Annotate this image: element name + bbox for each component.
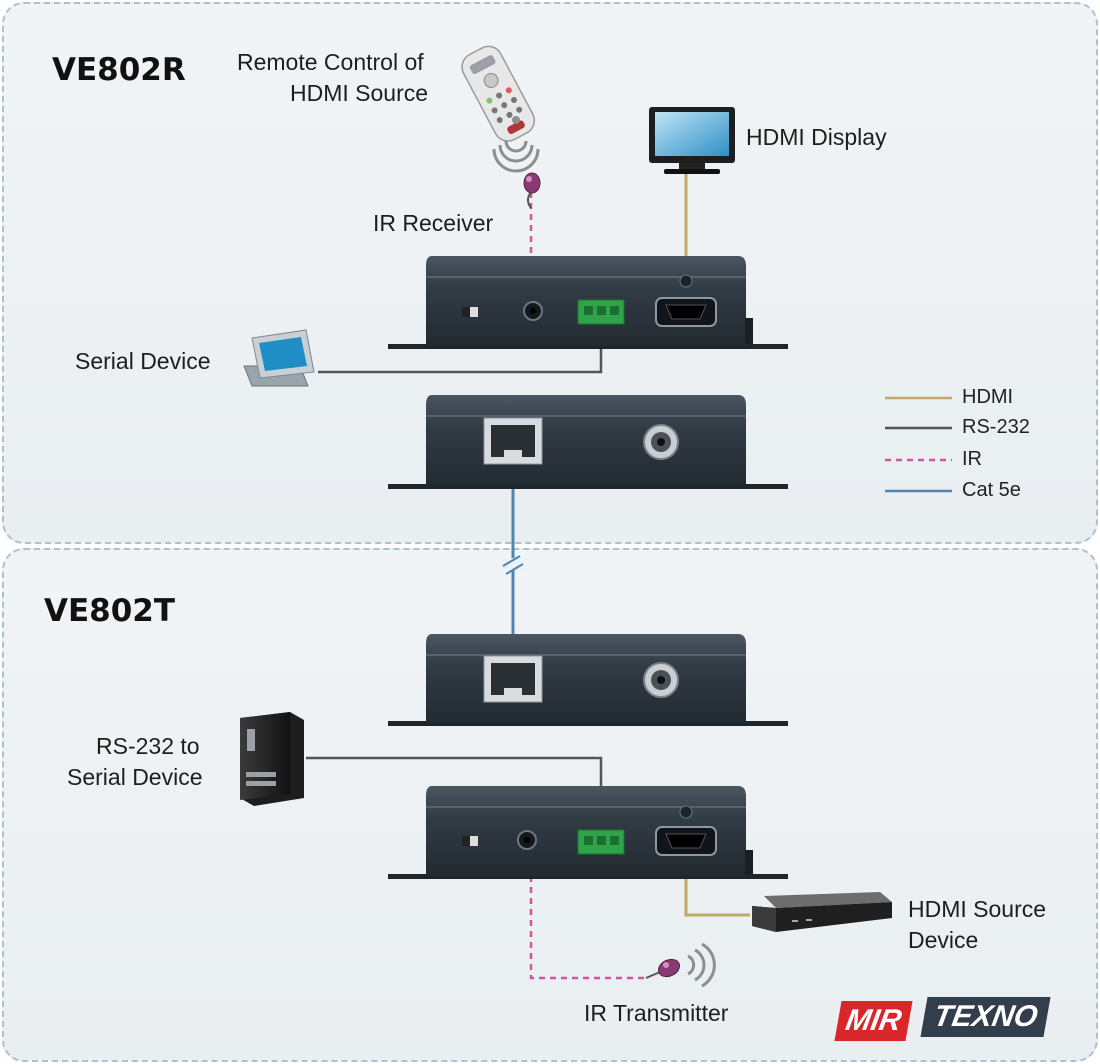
ir-transmitter-icon — [645, 958, 681, 979]
cable-break-mark — [500, 555, 526, 575]
hdmi-display-icon — [649, 107, 735, 174]
transmitter-rs232-terminal — [577, 829, 625, 855]
transmitter-power-jack — [643, 662, 679, 698]
receiver-rs232-terminal — [577, 299, 625, 325]
hdmi-cable-source — [684, 868, 750, 917]
ir-transmitter-label: IR Transmitter — [584, 1000, 729, 1026]
ir-transmitter-signal-icon — [687, 942, 716, 988]
receiver-power-jack — [643, 424, 679, 460]
rs232-serial-label-line1: RS-232 to — [96, 733, 200, 759]
hdmi-source-label-line1: HDMI Source — [908, 896, 1047, 922]
transmitter-back-unit — [388, 634, 788, 726]
ir-receiver-icon — [523, 172, 541, 209]
serial-device-label: Serial Device — [75, 348, 211, 374]
receiver-title: VE802R — [52, 52, 186, 88]
receiver-rj45-port — [483, 417, 543, 465]
ir-receiver-label: IR Receiver — [373, 210, 494, 236]
hdmi-source-device-icon — [752, 892, 892, 932]
logo-part-mir: MIR — [834, 1001, 913, 1041]
remote-control-label-line2: HDMI Source — [290, 80, 429, 106]
legend-label-cat5e: Cat 5e — [962, 479, 1021, 501]
transmitter-led — [679, 805, 693, 819]
receiver-led — [679, 274, 693, 288]
rs232-serial-label-line2: Serial Device — [67, 764, 203, 790]
serial-device-icon — [243, 329, 315, 387]
remote-control-label-line1: Remote Control of — [237, 49, 424, 75]
ir-cable-transmitter — [529, 876, 646, 980]
transmitter-title: VE802T — [44, 593, 176, 629]
pc-tower-icon — [240, 712, 304, 806]
remote-signal-icon — [492, 140, 540, 173]
legend-label-ir: IR — [962, 448, 982, 470]
legend-swatches — [885, 396, 952, 493]
transmitter-rj45-port — [483, 655, 543, 703]
logo-part-texno: TEXNO — [920, 997, 1051, 1037]
transmitter-hdmi-port — [655, 826, 717, 856]
hdmi-display-label: HDMI Display — [746, 124, 887, 150]
receiver-back-unit — [388, 395, 788, 489]
legend-label-hdmi: HDMI — [962, 386, 1014, 408]
remote-signal-dot — [512, 116, 520, 124]
hdmi-source-label-line2: Device — [908, 927, 979, 953]
legend-label-rs232: RS-232 — [962, 416, 1030, 438]
receiver-hdmi-port — [655, 297, 717, 327]
remote-control-icon — [461, 45, 536, 142]
mirtexno-logo: MIR TEXNO — [834, 995, 1066, 1045]
